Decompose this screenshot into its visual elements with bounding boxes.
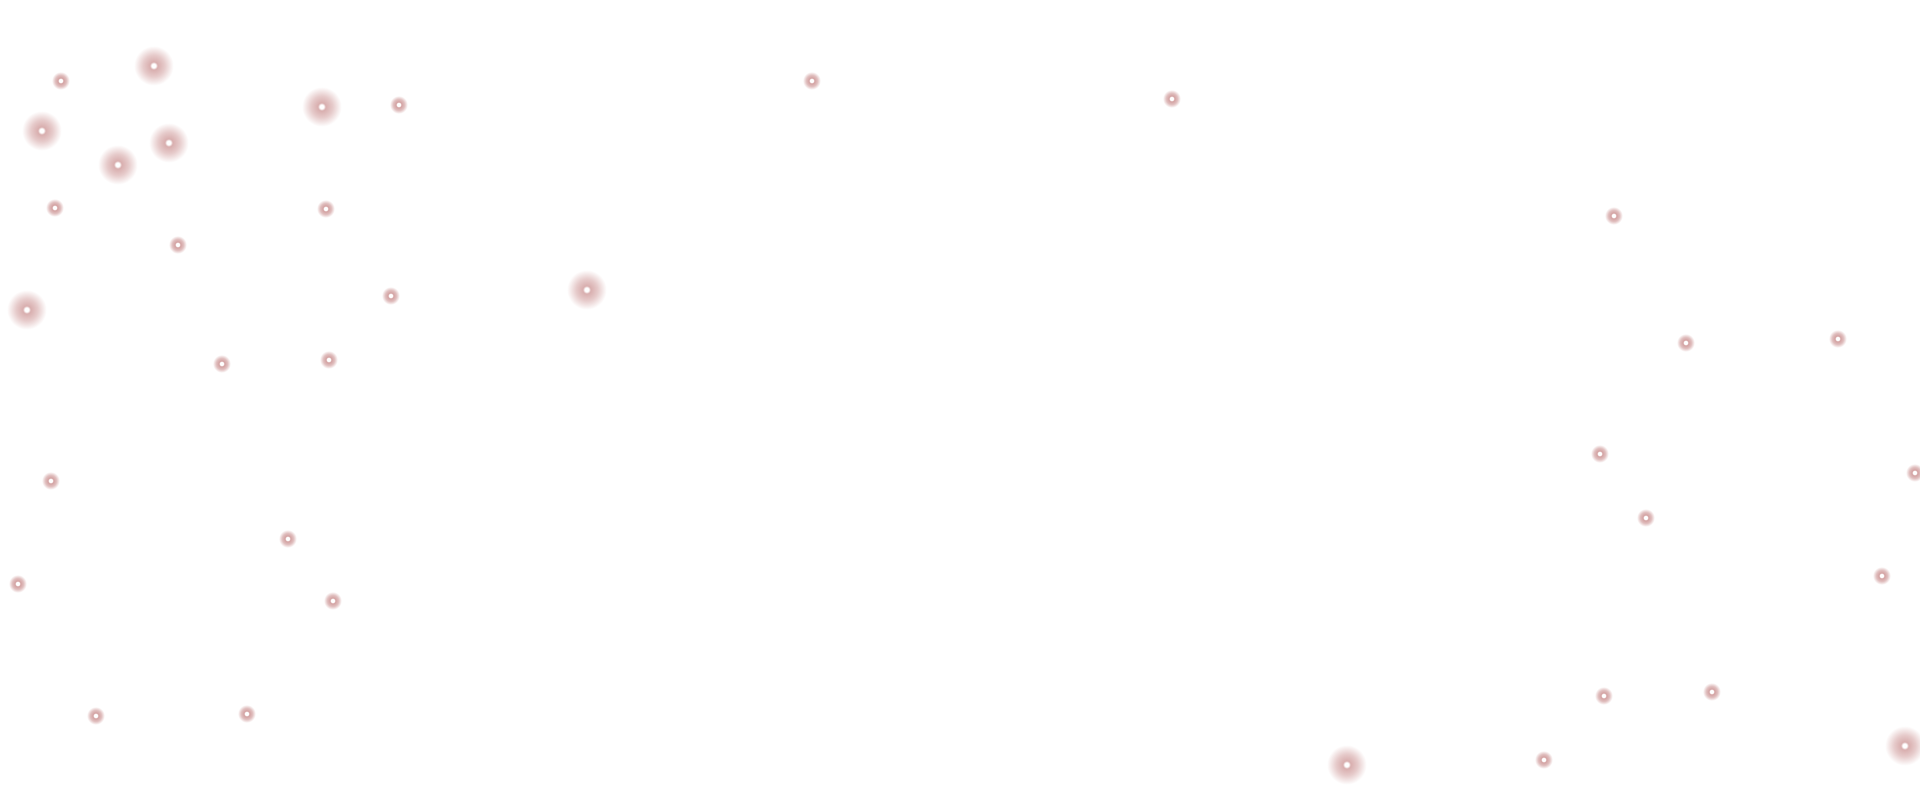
particle-dot [1535, 751, 1554, 770]
particle-dot [1828, 330, 1847, 349]
particle-dot [381, 287, 400, 306]
particle-dot [1885, 725, 1920, 766]
particle-dot [6, 289, 47, 330]
particle-dot [324, 592, 343, 611]
particle-dot [46, 199, 65, 218]
particle-dot [86, 707, 105, 726]
particle-dot [1591, 445, 1610, 464]
particle-dot [97, 145, 138, 186]
particle-dot [1595, 686, 1614, 705]
particle-dot [21, 111, 62, 152]
particle-dot [1873, 566, 1892, 585]
particle-dot [1906, 463, 1920, 482]
particle-dot [148, 123, 189, 164]
particle-dot [566, 270, 607, 311]
particle-dot [168, 235, 187, 254]
particle-dot [802, 71, 821, 90]
particle-dot [9, 575, 28, 594]
particle-dot [316, 200, 335, 219]
particle-dot [1162, 90, 1181, 109]
particle-dot [1604, 206, 1623, 225]
particle-dot [212, 354, 231, 373]
particle-dot [42, 472, 61, 491]
particle-dot [1636, 508, 1655, 527]
particle-dot [390, 96, 409, 115]
particle-dot [1677, 333, 1696, 352]
particle-dot [278, 529, 297, 548]
particle-dot [302, 86, 343, 127]
particle-dot [1702, 682, 1721, 701]
particle-dot [134, 46, 175, 87]
particle-dot [320, 351, 339, 369]
particle-dot [1326, 745, 1367, 786]
particle-dot [238, 704, 257, 723]
particle-dot [52, 71, 71, 90]
